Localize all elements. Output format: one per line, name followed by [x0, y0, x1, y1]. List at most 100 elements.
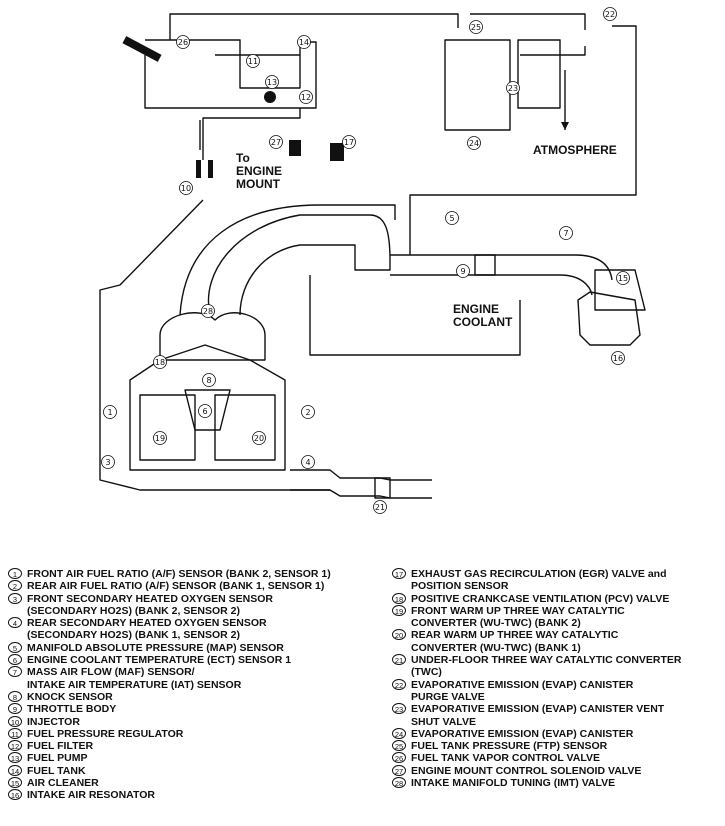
under-floor-catalyst	[374, 477, 391, 499]
legend-number: 9	[8, 703, 22, 715]
legend-text: THROTTLE BODY	[27, 703, 117, 716]
legend-text: REAR SECONDARY HEATED OXYGEN SENSOR (SEC…	[27, 617, 267, 642]
legend-text: AIR CLEANER	[27, 777, 99, 790]
callout-10: 10	[179, 181, 193, 195]
fuel-line-to-injectors	[202, 108, 301, 160]
legend-text: INTAKE AIR RESONATOR	[27, 789, 155, 802]
callout-26: 26	[176, 35, 190, 49]
legend-number: 17	[392, 568, 406, 579]
legend-number: 24	[392, 727, 406, 739]
legend-text: FUEL TANK	[27, 764, 86, 777]
evap-canister-box	[444, 39, 511, 131]
svg-text:26: 26	[178, 38, 188, 47]
legend-number: 14	[8, 764, 22, 776]
legend-number: 16	[8, 789, 22, 801]
legend-number: 6	[8, 654, 22, 666]
svg-text:2: 2	[305, 408, 310, 417]
legend-text: KNOCK SENSOR	[27, 690, 113, 703]
callout-22: 22	[603, 7, 617, 21]
svg-text:10: 10	[181, 184, 191, 193]
air-cleaner	[594, 269, 646, 311]
svg-text:6: 6	[202, 407, 207, 416]
callout-11: 11	[246, 54, 260, 68]
callout-7: 7	[559, 226, 573, 240]
top-hose-right	[470, 13, 586, 30]
legend-text: FRONT WARM UP THREE WAY CATALYTIC CONVER…	[411, 604, 625, 630]
cylinder-bank-right	[214, 394, 276, 461]
legend-number: 23	[392, 703, 406, 715]
legend-text: INJECTOR	[27, 715, 80, 728]
callout-15: 15	[616, 271, 630, 285]
legend-number: 8	[8, 690, 22, 702]
callout-27: 27	[269, 135, 283, 149]
legend-text: FUEL PUMP	[27, 752, 88, 765]
callout-6: 6	[198, 404, 212, 418]
legend-text: FUEL TANK PRESSURE (FTP) SENSOR	[411, 740, 608, 753]
callout-23: 23	[506, 81, 520, 95]
callout-2: 2	[301, 405, 315, 419]
callout-5: 5	[445, 211, 459, 225]
legend-number: 26	[392, 752, 406, 764]
legend-number: 5	[8, 641, 22, 653]
exhaust-pipe	[290, 469, 432, 499]
legend-text: EXHAUST GAS RECIRCULATION (EGR) VALVE an…	[411, 568, 667, 593]
callout-16: 16	[611, 351, 625, 365]
legend-text: FUEL FILTER	[27, 740, 94, 753]
svg-text:11: 11	[248, 57, 258, 66]
fuel-return-line	[144, 41, 317, 109]
oil-pan	[184, 389, 231, 431]
legend-text: FUEL TANK VAPOR CONTROL VALVE	[411, 752, 601, 765]
callout-20: 20	[252, 431, 266, 445]
engine-coolant-label: ENGINE COOLANT	[453, 302, 513, 329]
legend-text: FRONT AIR FUEL RATIO (A/F) SENSOR (BANK …	[27, 568, 331, 580]
svg-text:9: 9	[460, 267, 465, 276]
legend-text: EVAPORATIVE EMISSION (EVAP) CANISTER	[411, 727, 634, 740]
legend-text: POSITIVE CRANKCASE VENTILATION (PCV) VAL…	[411, 592, 670, 605]
svg-text:3: 3	[105, 458, 110, 467]
svg-text:1: 1	[107, 408, 112, 417]
fuel-pump-icon	[264, 91, 276, 103]
engine-block	[129, 344, 286, 471]
throttle-body	[474, 254, 496, 276]
legend-number: 11	[8, 727, 22, 739]
svg-text:27: 27	[271, 138, 281, 147]
legend-item-8: 8 KNOCK SENSOR	[8, 690, 380, 703]
filler-neck-icon	[122, 36, 162, 62]
legend-item-11: 11 FUEL PRESSURE REGULATOR	[8, 727, 380, 740]
legend-number: 13	[8, 752, 22, 764]
legend-item-13: 13 FUEL PUMP	[8, 752, 380, 764]
svg-text:19: 19	[155, 434, 165, 443]
legend-item-14: 14 FUEL TANK	[8, 764, 380, 777]
legend-left: 1 FRONT AIR FUEL RATIO (A/F) SENSOR (BANK…	[8, 568, 380, 802]
svg-text:14: 14	[299, 38, 309, 47]
legend-text: FUEL PRESSURE REGULATOR	[27, 727, 184, 740]
legend-text: EVAPORATIVE EMISSION (EVAP) CANISTER VEN…	[411, 703, 665, 728]
legend-item-24: 24 EVAPORATIVE EMISSION (EVAP) CANISTER	[392, 727, 722, 740]
legend-number: 12	[8, 740, 22, 752]
legend-number: 1	[8, 568, 22, 579]
left-hose	[99, 120, 330, 491]
callout-24: 24	[467, 136, 481, 150]
engine-mount-label: To ENGINE MOUNT	[236, 151, 285, 191]
callout-14: 14	[297, 35, 311, 49]
svg-text:13: 13	[267, 78, 277, 87]
legend-item-12: 12 FUEL FILTER	[8, 740, 380, 752]
callout-28: 28	[201, 304, 215, 318]
legend-item-17: 17 EXHAUST GAS RECIRCULATION (EGR) VALVE …	[392, 568, 722, 593]
svg-text:7: 7	[563, 229, 568, 238]
svg-text:21: 21	[375, 503, 385, 512]
legend-item-9: 9 THROTTLE BODY	[8, 703, 380, 715]
legend-text: MASS AIR FLOW (MAF) SENSOR/ INTAKE AIR T…	[27, 666, 242, 691]
injector-icon-a	[196, 160, 201, 178]
svg-text:8: 8	[206, 376, 211, 385]
callout-8: 8	[202, 373, 216, 387]
